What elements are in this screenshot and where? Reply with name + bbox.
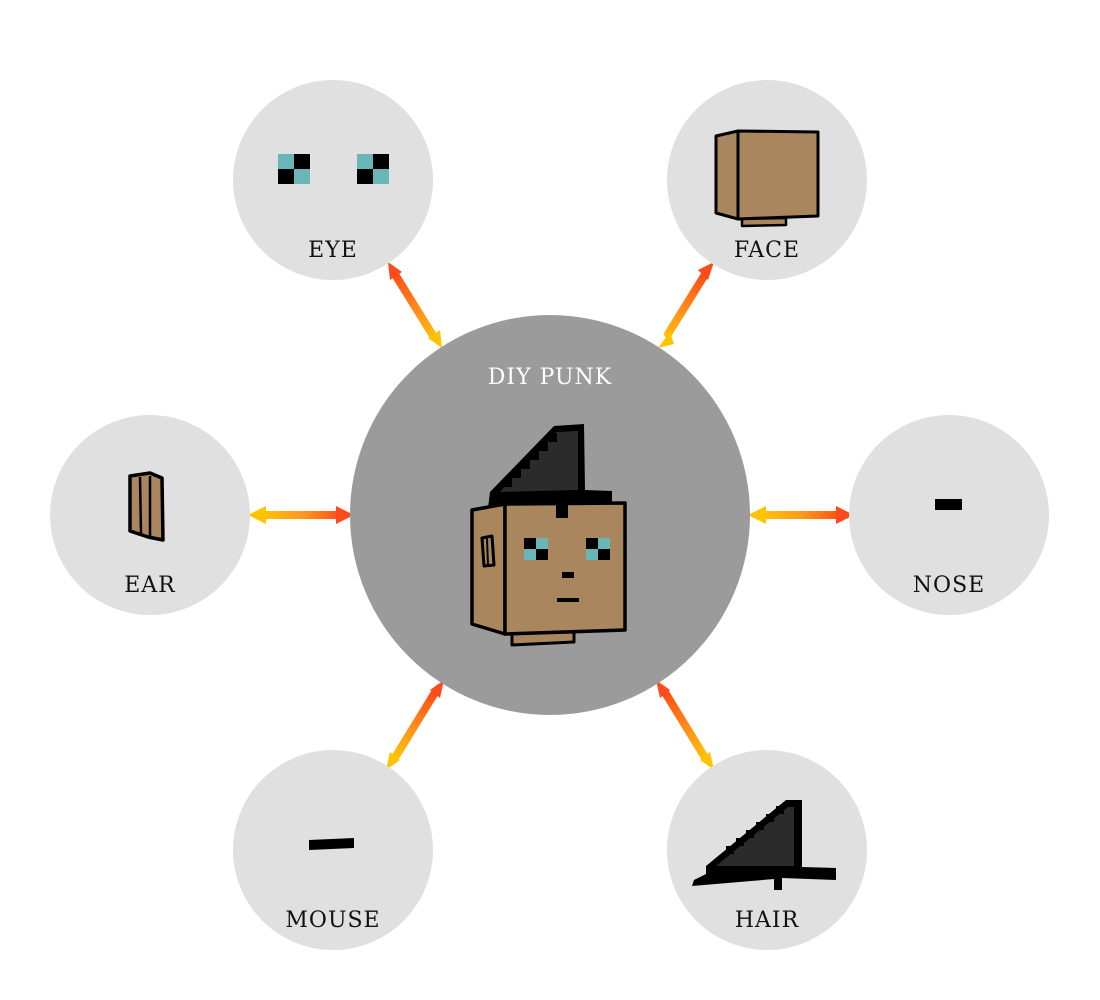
node-eye: EYE xyxy=(233,80,433,280)
arrow-eye xyxy=(388,262,442,348)
center-node: DIY PUNK xyxy=(350,315,750,715)
face-label: FACE xyxy=(734,238,800,263)
face-icon xyxy=(714,129,820,228)
node-hair: HAIR xyxy=(667,750,867,950)
eye-icon xyxy=(278,154,389,184)
arrow-nose xyxy=(748,506,854,524)
eye-label: EYE xyxy=(308,238,358,263)
hair-label: HAIR xyxy=(735,908,800,933)
arrow-mouse xyxy=(386,680,444,770)
nose-label: NOSE xyxy=(913,573,985,598)
node-nose: NOSE xyxy=(849,415,1049,615)
node-ear: EAR xyxy=(50,415,250,615)
arrow-face xyxy=(658,262,714,348)
ear-icon xyxy=(128,471,165,542)
nose-icon xyxy=(935,499,962,510)
hair-icon xyxy=(692,800,836,890)
arrow-hair xyxy=(656,680,714,770)
arrow-ear xyxy=(248,506,354,524)
punk-avatar-icon xyxy=(470,424,627,647)
ear-label: EAR xyxy=(124,573,176,598)
mouse-label: MOUSE xyxy=(285,908,380,933)
center-title: DIY PUNK xyxy=(488,365,613,390)
node-face: FACE xyxy=(667,80,867,280)
mouth-icon xyxy=(309,838,354,850)
node-mouse: MOUSE xyxy=(233,750,433,950)
